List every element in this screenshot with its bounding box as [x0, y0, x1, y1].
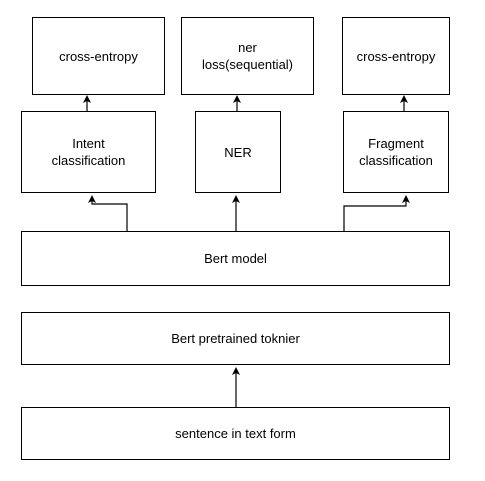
- loss-intent-label: cross-entropy: [59, 48, 138, 64]
- input-label: sentence in text form: [175, 426, 296, 441]
- fragment-classification-box: Fragment classification: [343, 111, 449, 193]
- arrow-bert-to-intent: [88, 195, 128, 231]
- bert-model-label: Bert model: [204, 251, 267, 266]
- loss-ner-label: ner loss(sequential): [201, 40, 294, 72]
- loss-ner-box: ner loss(sequential): [181, 17, 314, 95]
- ner-label: NER: [224, 144, 252, 160]
- intent-classification-box: Intent classification: [21, 111, 156, 193]
- loss-fragment-label: cross-entropy: [356, 48, 436, 64]
- intent-classification-label: Intent classification: [51, 136, 126, 168]
- tokenizer-label: Bert pretrained toknier: [171, 331, 300, 346]
- fragment-classification-label: Fragment classification: [359, 136, 433, 168]
- bert-model-box: Bert model: [21, 231, 450, 286]
- tokenizer-box: Bert pretrained toknier: [21, 312, 450, 365]
- arrow-bert-to-fragment: [343, 195, 410, 231]
- input-box: sentence in text form: [21, 407, 450, 460]
- ner-box: NER: [195, 111, 281, 193]
- loss-fragment-box: cross-entropy: [342, 17, 450, 95]
- loss-intent-box: cross-entropy: [32, 17, 165, 95]
